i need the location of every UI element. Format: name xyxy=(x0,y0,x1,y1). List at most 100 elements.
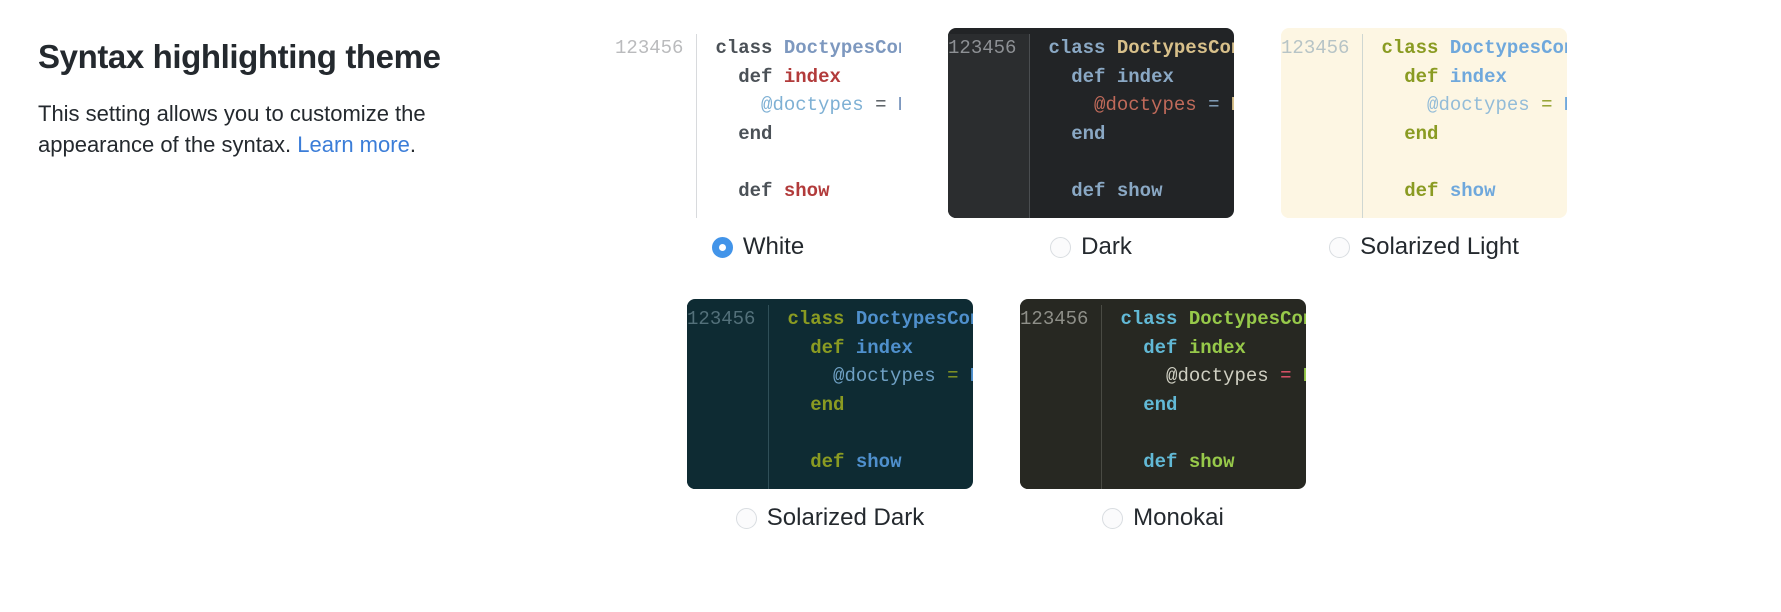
token-operator: = xyxy=(1529,94,1564,117)
token-keyword: end xyxy=(715,122,773,145)
token-class: Do xyxy=(1231,94,1234,116)
theme-label-solarized_dark[interactable]: Solarized Dark xyxy=(766,504,925,531)
token-function: show xyxy=(783,179,830,202)
learn-more-link[interactable]: Learn more xyxy=(297,132,410,158)
line-number: 6 xyxy=(1005,37,1017,59)
line-number: 2 xyxy=(1292,37,1304,59)
token-function: index xyxy=(783,65,841,88)
code-text: class DoctypesCont def index @doctypes =… xyxy=(1029,34,1234,218)
code-line: class DoctypesCont xyxy=(715,34,901,63)
code-line: class DoctypesCont xyxy=(1381,34,1567,63)
theme-label-dark[interactable]: Dark xyxy=(1081,233,1132,260)
code-line: @doctypes = Do xyxy=(1048,91,1234,120)
token-keyword: end xyxy=(1120,393,1178,416)
radio-solarized_dark[interactable] xyxy=(735,507,757,529)
line-number-gutter: 123456 xyxy=(615,34,697,218)
line-number: 3 xyxy=(1303,37,1316,59)
theme-label-monokai[interactable]: Monokai xyxy=(1133,504,1224,531)
description-text-before: This setting allows you to customize the… xyxy=(38,101,426,158)
token-keyword: def xyxy=(715,65,784,88)
code-preview-white[interactable]: 123456 class DoctypesCont def index @doct… xyxy=(615,28,901,218)
code-text: class DoctypesCont def index @doctypes =… xyxy=(1362,34,1567,218)
line-number: 6 xyxy=(744,308,756,330)
code-line: def index xyxy=(1381,63,1567,92)
radio-monokai[interactable] xyxy=(1102,507,1124,529)
line-number-gutter: 123456 xyxy=(1020,305,1102,489)
line-number: 4 xyxy=(1054,308,1066,330)
token-keyword: end xyxy=(787,393,845,416)
code-line: end xyxy=(1120,391,1306,420)
token-function: show xyxy=(1449,179,1496,202)
token-keyword: def xyxy=(1048,65,1117,88)
line-number: 3 xyxy=(637,37,650,59)
code-line: end xyxy=(787,391,973,420)
line-number-gutter: 123456 xyxy=(948,34,1030,218)
code-line: class DoctypesCont xyxy=(787,305,973,334)
theme-choice-monokai[interactable]: Monokai xyxy=(1020,504,1306,532)
token-keyword: def xyxy=(1381,179,1450,202)
line-number: 6 xyxy=(1338,37,1350,59)
code-line xyxy=(787,419,973,448)
line-number: 4 xyxy=(649,37,661,59)
token-ivar: @doctypes xyxy=(833,365,936,388)
token-class: Do xyxy=(1564,94,1567,116)
code-line: def show xyxy=(1048,177,1234,206)
line-number: 2 xyxy=(959,37,971,59)
line-number: 4 xyxy=(982,37,994,59)
token-function: index xyxy=(1116,65,1174,88)
line-number: 2 xyxy=(698,308,710,330)
token-keyword: end xyxy=(1048,122,1106,145)
radio-solarized_light[interactable] xyxy=(1329,236,1351,258)
theme-choice-white[interactable]: White xyxy=(615,233,901,261)
line-number: 4 xyxy=(721,308,733,330)
token-ivar: @doctypes xyxy=(1094,94,1197,117)
line-number: 6 xyxy=(1077,308,1089,330)
setting-info: Syntax highlighting theme This setting a… xyxy=(38,36,558,161)
code-line xyxy=(1381,148,1567,177)
theme-choice-solarized_light[interactable]: Solarized Light xyxy=(1281,233,1567,261)
theme-choice-solarized_dark[interactable]: Solarized Dark xyxy=(687,504,973,532)
token-keyword: def xyxy=(1120,336,1189,359)
code-line: end xyxy=(715,120,901,149)
token-plain xyxy=(1120,365,1166,387)
token-operator: = xyxy=(935,365,970,388)
token-operator: = xyxy=(1196,94,1231,117)
code-line: def show xyxy=(787,448,973,477)
line-number: 2 xyxy=(626,37,638,59)
token-plain xyxy=(1048,94,1094,116)
token-class: DoctypesCont xyxy=(855,308,973,330)
line-number: 3 xyxy=(709,308,722,330)
radio-white[interactable] xyxy=(711,236,733,258)
code-line: def index xyxy=(1048,63,1234,92)
code-text: class DoctypesCont def index @doctypes =… xyxy=(1101,305,1306,489)
code-line: def show xyxy=(715,177,901,206)
code-line: def show xyxy=(1120,448,1306,477)
token-keyword: def xyxy=(715,179,784,202)
token-function: index xyxy=(855,336,913,359)
token-ivar: @doctypes xyxy=(761,94,864,117)
theme-card-white[interactable]: 123456 class DoctypesCont def index @doct… xyxy=(615,28,901,261)
token-keyword: class xyxy=(1048,37,1117,59)
token-class: DoctypesCont xyxy=(1449,37,1567,59)
token-function: show xyxy=(855,450,902,473)
line-number: 6 xyxy=(672,37,684,59)
theme-label-white[interactable]: White xyxy=(742,233,805,260)
setting-description: This setting allows you to customize the… xyxy=(38,98,508,160)
code-line xyxy=(715,148,901,177)
radio-dark[interactable] xyxy=(1050,236,1072,258)
theme-label-solarized_light[interactable]: Solarized Light xyxy=(1360,233,1519,260)
theme-choice-dark[interactable]: Dark xyxy=(948,233,1234,261)
token-class: Do xyxy=(970,365,973,387)
